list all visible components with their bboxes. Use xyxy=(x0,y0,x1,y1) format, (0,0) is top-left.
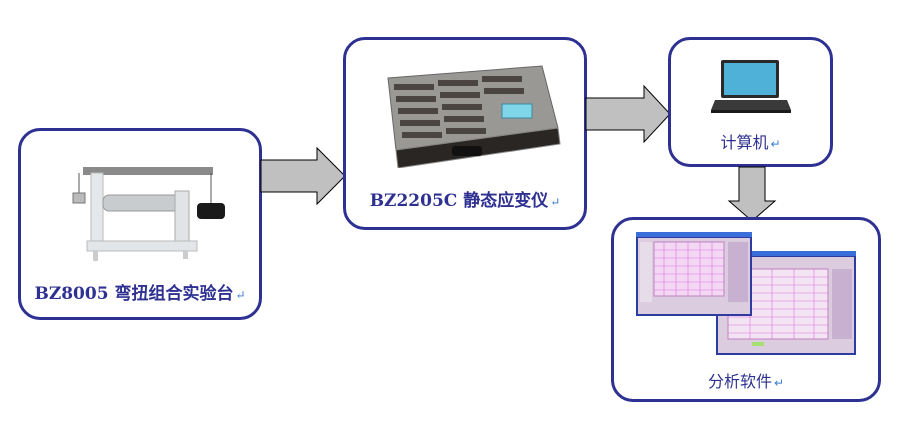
node-strain-meter: BZ2205C 静态应变仪↵ xyxy=(343,37,587,230)
arrow-right-icon xyxy=(585,84,671,144)
strain-meter-label: BZ2205C 静态应变仪↵ xyxy=(369,191,561,211)
node-test-bench: BZ8005 弯扭组合实验台↵ xyxy=(18,128,262,320)
software-label: 分析软件↵ xyxy=(707,372,785,391)
arrow-bench-to-meter xyxy=(260,146,346,206)
computer-label: 计算机↵ xyxy=(720,133,781,152)
arrow-computer-to-software xyxy=(727,166,777,222)
test-bench-image xyxy=(72,167,225,261)
arrow-right-icon xyxy=(260,146,346,206)
arrow-meter-to-computer xyxy=(585,84,671,144)
node-software: 分析软件↵ xyxy=(611,217,881,402)
return-icon: ↵ xyxy=(550,195,561,209)
return-icon: ↵ xyxy=(773,376,785,390)
strain-meter-image xyxy=(387,65,561,168)
software-screenshot-front xyxy=(636,232,752,316)
test-bench-label: BZ8005 弯扭组合实验台↵ xyxy=(34,284,246,304)
return-icon: ↵ xyxy=(770,137,781,151)
arrow-down-icon xyxy=(727,166,777,222)
return-icon: ↵ xyxy=(235,288,246,302)
node-computer: 计算机↵ xyxy=(668,37,833,167)
laptop-icon xyxy=(711,60,791,113)
